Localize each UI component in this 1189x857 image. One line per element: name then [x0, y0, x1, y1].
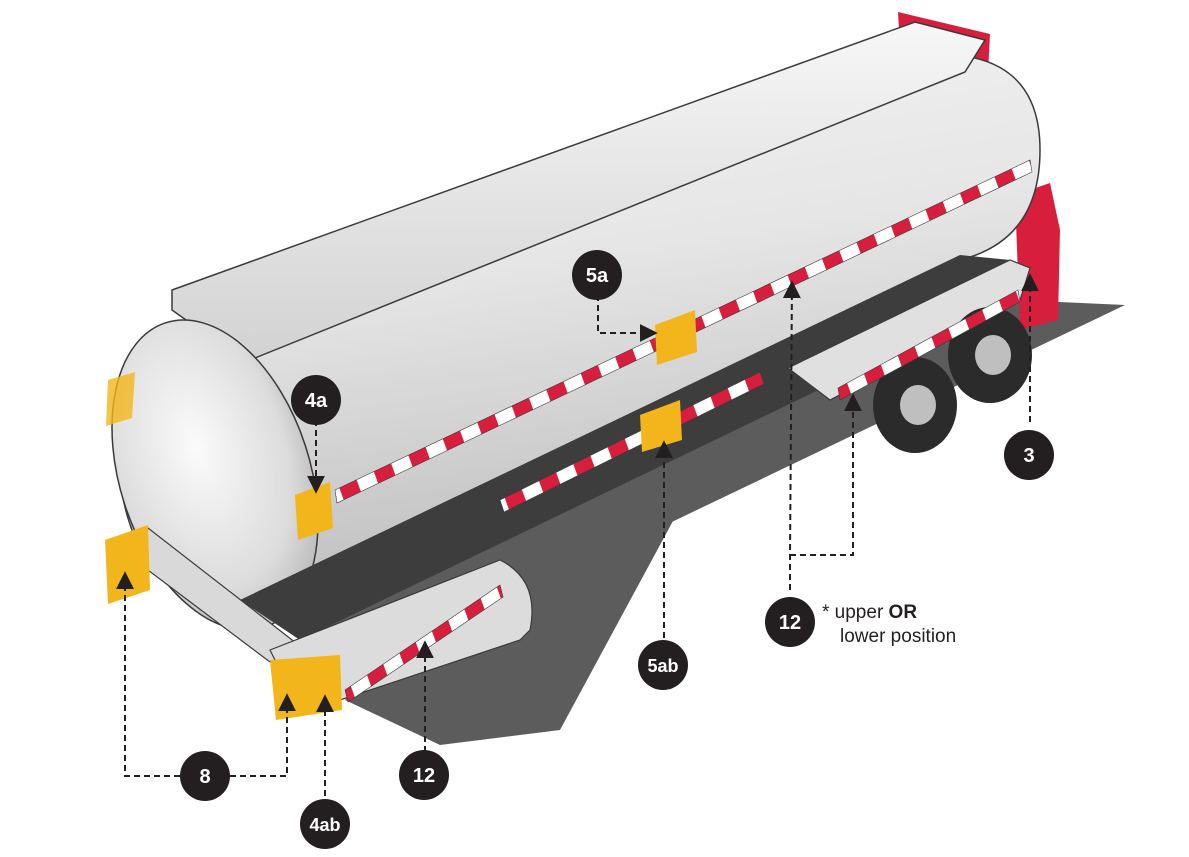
rear-wheels	[873, 307, 1032, 453]
leader-8-right	[230, 693, 296, 777]
position-note-prefix: * upper	[822, 602, 889, 623]
top-walkway	[171, 21, 987, 363]
callout-12-rear: 12	[765, 597, 815, 647]
callout-4ab: 4ab	[300, 799, 350, 849]
callout-12-front-label: 12	[413, 765, 435, 787]
callout-4a-label: 4a	[305, 390, 328, 412]
front-corner-yellow-marking	[105, 525, 150, 604]
position-note: * upper OR lower position	[822, 601, 956, 649]
callout-5a: 5a	[572, 250, 622, 300]
leader-12-right-b	[790, 393, 862, 556]
rear-deck-tape	[837, 289, 1021, 401]
leader-5a	[597, 295, 658, 342]
callout-4a: 4a	[291, 375, 341, 425]
rear-lower-red-marking	[1015, 183, 1060, 330]
side-4a-yellow-marking	[295, 482, 333, 540]
callout-12-rear-label: 12	[779, 612, 801, 634]
position-note-line2: lower position	[840, 626, 957, 647]
side-5ab-yellow-marking	[640, 400, 682, 452]
callout-5ab-label: 5ab	[647, 656, 678, 676]
leader-lines	[116, 273, 1039, 796]
callout-5ab: 5ab	[638, 640, 688, 690]
leader-8-left	[116, 571, 180, 777]
rear-corner-yellow-marking	[270, 655, 342, 720]
side-5a-yellow-marking	[655, 310, 697, 365]
callout-8-label: 8	[199, 766, 210, 788]
callout-3-label: 3	[1023, 445, 1034, 467]
callout-3: 3	[1004, 430, 1054, 480]
callout-4ab-label: 4ab	[309, 815, 340, 835]
position-note-emphasis: OR	[888, 602, 918, 623]
callout-8: 8	[180, 751, 230, 801]
callout-12-front: 12	[399, 750, 449, 800]
callout-5a-label: 5a	[586, 265, 609, 287]
front-end-yellow-marking	[106, 372, 135, 426]
